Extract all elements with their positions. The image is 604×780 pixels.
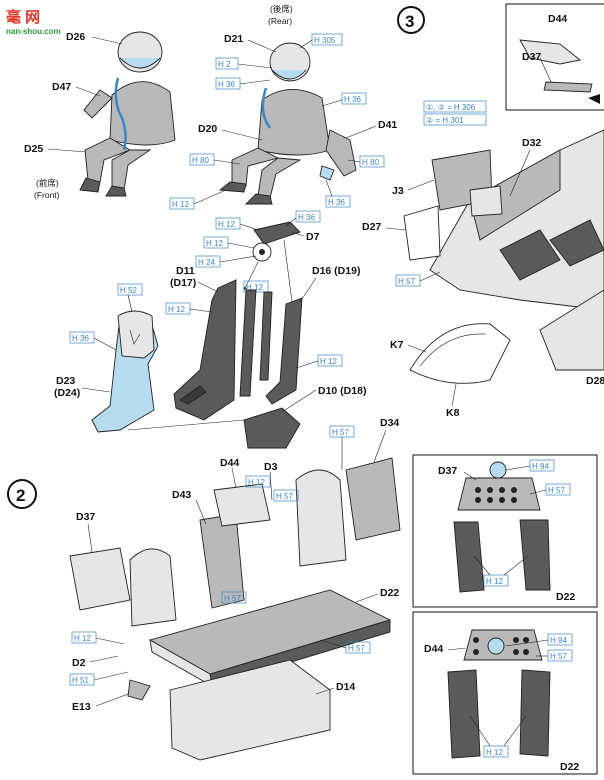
- paint-h36-c: H 36: [328, 198, 345, 207]
- paint-h12-f: H 12: [320, 357, 337, 366]
- paint-h12-d: H 12: [246, 283, 263, 292]
- front-caption-jp: (前席): [36, 178, 59, 188]
- label-d2: D2: [72, 657, 86, 669]
- part-d10-seat-pan: [243, 407, 301, 449]
- paint-h12-panel1: H 12: [486, 577, 503, 586]
- paint-h57-b: H 57: [276, 492, 293, 501]
- label-d10: D10 (D18): [318, 385, 366, 397]
- label-d23: D23: [56, 375, 75, 387]
- paint-h57-a: H 57: [398, 277, 415, 286]
- label-d16: D16 (D19): [312, 265, 360, 277]
- label-j3: J3: [392, 185, 404, 197]
- label-d34: D34: [380, 417, 399, 429]
- paint-h2-a: H 2: [218, 60, 231, 69]
- paint-h12-b: H 12: [218, 220, 235, 229]
- label-d37: D37: [76, 511, 95, 523]
- label-d47: D47: [52, 81, 71, 93]
- instrument-panel-front-inset: [412, 454, 598, 608]
- label-k8: K8: [446, 407, 460, 419]
- label-d43: D43: [172, 489, 191, 501]
- paint-legend-1: ①, ③ = H 306: [426, 103, 476, 112]
- label-d24: (D24): [54, 387, 80, 399]
- paint-h80-a: H 80: [192, 156, 209, 165]
- paint-h12-h: H 12: [74, 634, 91, 643]
- step-2-number: 2: [16, 486, 25, 505]
- label-d22-panel2: D22: [560, 761, 579, 773]
- rear-pilot-figure: [218, 42, 357, 205]
- watermark-url: nan-shou.com: [6, 27, 61, 36]
- label-d44-panel: D44: [424, 643, 443, 655]
- paint-h12-a: H 12: [172, 200, 189, 209]
- label-d25: D25: [24, 143, 43, 155]
- fuselage-cockpit: [403, 129, 604, 311]
- label-e13: E13: [72, 701, 91, 713]
- paint-h305-a: H 305: [314, 36, 336, 45]
- paint-h52: H 52: [120, 286, 137, 295]
- paint-legend-2: ② = H 301: [426, 116, 464, 125]
- watermark-logo: 毫 网 nan-shou.com: [4, 6, 74, 36]
- label-d3: D3: [264, 461, 278, 473]
- label-d44: D44: [220, 457, 239, 469]
- paint-h94-a: H 94: [532, 462, 549, 471]
- rear-caption-jp: (後席): [270, 4, 293, 14]
- step-2-marker: [7, 479, 37, 509]
- cockpit-tub: [69, 457, 401, 761]
- label-d37-top: D37: [522, 51, 541, 63]
- paint-h12-c: H 12: [206, 239, 223, 248]
- label-d44-top: D44: [548, 13, 567, 25]
- paint-h24-a: H 24: [198, 258, 215, 267]
- part-d16-seat-side: [265, 297, 303, 405]
- label-d32: D32: [522, 137, 541, 149]
- label-d41: D41: [378, 119, 397, 131]
- label-d37-panel: D37: [438, 465, 457, 477]
- paint-h36-d: H 36: [298, 213, 315, 222]
- paint-h12-panel2: H 12: [486, 748, 503, 757]
- label-d26: D26: [66, 31, 85, 43]
- paint-h12-e: H 12: [168, 305, 185, 314]
- label-d11: D11: [176, 265, 195, 277]
- canopy-detail-inset: [505, 3, 604, 111]
- paint-h57-d: H 57: [224, 594, 241, 603]
- label-d22: D22: [380, 587, 399, 599]
- label-d22-panel1: D22: [556, 591, 575, 603]
- label-d27: D27: [362, 221, 381, 233]
- watermark-brand: 毫 网: [6, 8, 40, 26]
- paint-h12-g: H 12: [248, 478, 265, 487]
- label-d20: D20: [198, 123, 217, 135]
- paint-h57-e: H 57: [348, 644, 365, 653]
- paint-h57-c: H 57: [332, 428, 349, 437]
- paint-h57-g: H 57: [550, 652, 567, 661]
- paint-h94-b: H 94: [550, 636, 567, 645]
- label-d7: D7: [306, 231, 320, 243]
- front-pilot-figure: [79, 31, 176, 197]
- part-d7-headbox: [252, 221, 301, 262]
- paint-h80-b: H 80: [362, 158, 379, 167]
- paint-h51: H 51: [72, 676, 89, 685]
- paint-h36-a: H 36: [218, 80, 235, 89]
- front-caption-en: (Front): [34, 190, 60, 200]
- label-d28: D28: [586, 375, 604, 387]
- step-3-marker: [397, 6, 425, 34]
- label-d17: (D17): [170, 277, 196, 289]
- part-d11-seat-side: [173, 279, 237, 421]
- canopy-parts: [409, 289, 604, 384]
- label-d21: D21: [224, 33, 243, 45]
- part-d23-seat-cushion: [91, 310, 159, 433]
- paint-h36-e: H 36: [72, 334, 89, 343]
- step-3-number: 3: [405, 12, 414, 31]
- instrument-panel-rear-inset: [412, 611, 598, 775]
- part-seat-rails: [239, 289, 273, 397]
- rear-caption-en: (Rear): [268, 16, 292, 26]
- paint-h57-f: H 57: [548, 486, 565, 495]
- paint-h36-b: H 36: [344, 95, 361, 104]
- label-d14: D14: [336, 681, 355, 693]
- label-k7: K7: [390, 339, 404, 351]
